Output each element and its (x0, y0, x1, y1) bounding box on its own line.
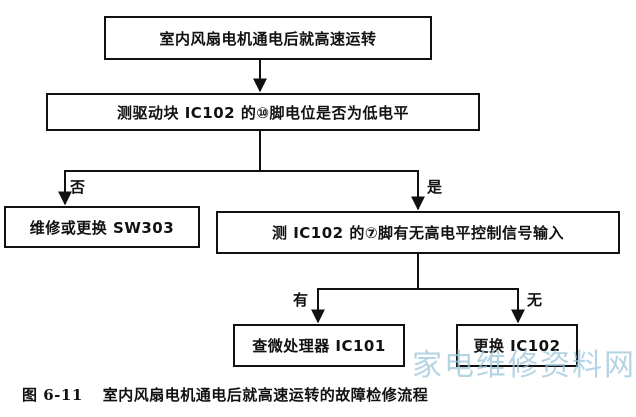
start-node-label: 室内风扇电机通电后就高速运转 (159, 29, 377, 48)
edge-label-have: 有 (293, 291, 309, 309)
check-pin10-node: 测驱动块 IC102 的⑩脚电位是否为低电平 (46, 93, 480, 131)
check-pin10-label: 测驱动块 IC102 的⑩脚电位是否为低电平 (116, 103, 410, 122)
start-node: 室内风扇电机通电后就高速运转 (104, 16, 432, 60)
figure-title: 室内风扇电机通电后就高速运转的故障检修流程 (102, 386, 429, 404)
check-pin7-label: 测 IC102 的⑦脚有无高电平控制信号输入 (271, 224, 565, 242)
check-pin7-node: 测 IC102 的⑦脚有无高电平控制信号输入 (216, 211, 620, 254)
figure-caption: 图 6-11 室内风扇电机通电后就高速运转的故障检修流程 (22, 384, 428, 405)
check-ic101-label: 查微处理器 IC101 (252, 337, 386, 355)
check-ic101-node: 查微处理器 IC101 (233, 324, 405, 367)
replace-sw303-node: 维修或更换 SW303 (4, 206, 200, 248)
edge-label-yes: 是 (427, 178, 443, 196)
edge-label-none: 无 (527, 291, 543, 309)
branch-check10-yes (260, 170, 425, 211)
figure-number: 图 6-11 (22, 386, 83, 404)
edge-label-no: 否 (70, 178, 86, 196)
branch-check7-right (418, 288, 525, 324)
branch-check7-left (311, 288, 418, 324)
branch-check10 (58, 131, 261, 206)
replace-ic102-label: 更换 IC102 (473, 337, 561, 355)
replace-sw303-label: 维修或更换 SW303 (29, 218, 175, 237)
watermark-text: 家电维修资料网 (412, 348, 636, 383)
replace-ic102-node: 更换 IC102 (456, 324, 578, 367)
